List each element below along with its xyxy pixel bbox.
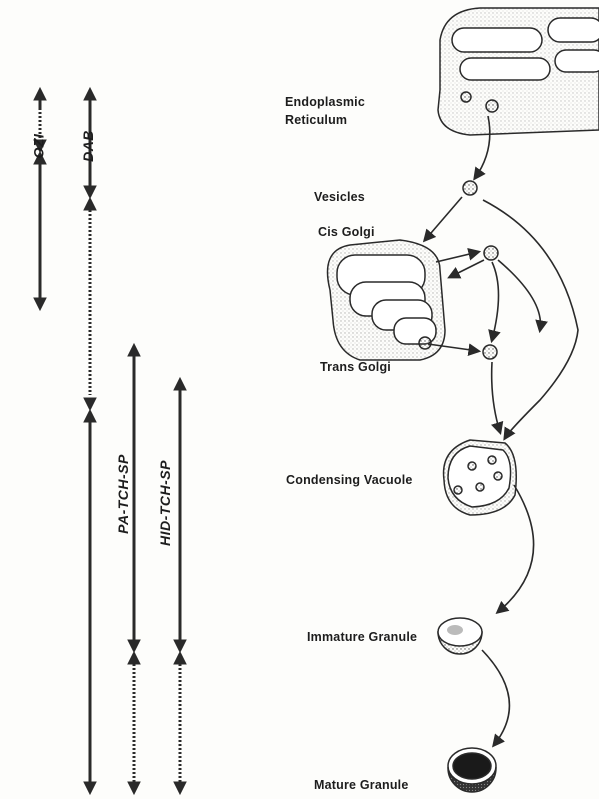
golgi-apparatus-drawing xyxy=(328,240,446,360)
hid-tch-sp-stain-range xyxy=(174,378,186,794)
immature-granule-drawing xyxy=(438,618,482,654)
pa-tch-sp-stain-range xyxy=(128,344,140,794)
technique-label-dab: DAB xyxy=(80,130,96,162)
endoplasmic-reticulum-drawing xyxy=(438,8,599,135)
vesicle-drawing xyxy=(463,181,498,359)
dab-stain-range xyxy=(84,88,96,794)
label-cis-golgi: Cis Golgi xyxy=(318,224,375,240)
technique-label-pa-tch-sp: PA-TCH-SP xyxy=(115,454,131,534)
label-trans-golgi: Trans Golgi xyxy=(320,359,391,375)
label-vesicles: Vesicles xyxy=(314,189,365,205)
technique-label-ozi: OZI xyxy=(30,134,46,159)
label-endoplasmic: Endoplasmic xyxy=(285,94,365,110)
mature-granule-drawing xyxy=(448,748,496,792)
technique-label-hid-tch-sp: HID-TCH-SP xyxy=(157,460,173,546)
label-condensing-vacuole: Condensing Vacuole xyxy=(286,472,413,488)
ozi-stain-range xyxy=(34,88,46,310)
label-immature-granule: Immature Granule xyxy=(307,629,417,645)
condensing-vacuole-drawing xyxy=(444,440,517,515)
label-mature-granule: Mature Granule xyxy=(314,777,409,793)
label-reticulum: Reticulum xyxy=(285,112,347,128)
